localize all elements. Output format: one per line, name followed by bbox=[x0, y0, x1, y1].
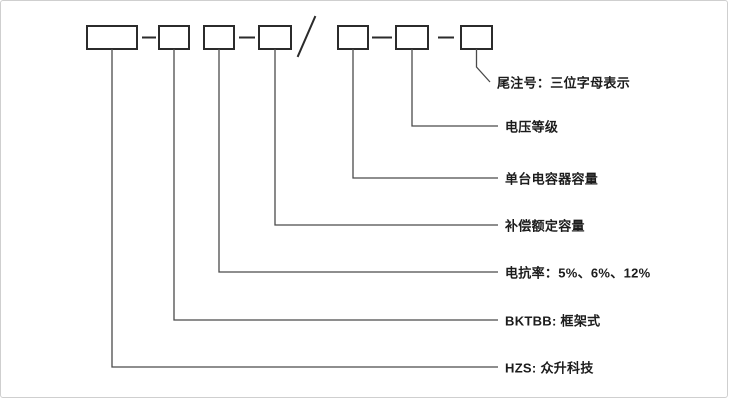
suffix-code-box bbox=[460, 25, 493, 50]
capacitor-capacity-box bbox=[337, 25, 369, 50]
slash-separator bbox=[296, 15, 317, 58]
label-suffix-code: 尾注号：三位字母表示 bbox=[497, 75, 631, 91]
connector-company-code bbox=[111, 49, 498, 368]
connector-suffix-code bbox=[475, 49, 491, 83]
voltage-grade-box bbox=[395, 25, 429, 50]
rated-capacity-box bbox=[258, 25, 292, 50]
reactance-rate-box bbox=[203, 25, 235, 50]
label-product-type: BKTBB: 框架式 bbox=[505, 313, 601, 329]
label-voltage-grade: 电压等级 bbox=[505, 119, 559, 135]
connector-reactance-rate bbox=[218, 49, 498, 273]
connector-rated-capacity bbox=[274, 49, 498, 226]
label-capacitor-capacity: 单台电容器容量 bbox=[505, 171, 599, 187]
label-reactance-rate: 电抗率：5%、6%、12% bbox=[505, 265, 651, 281]
company-code-box bbox=[86, 25, 138, 50]
label-rated-capacity: 补偿额定容量 bbox=[505, 218, 585, 234]
connector-capacitor-capacity bbox=[352, 49, 498, 179]
connector-product-type bbox=[173, 49, 498, 321]
label-company-code: HZS: 众升科技 bbox=[505, 360, 594, 376]
connector-voltage-grade bbox=[411, 49, 498, 127]
product-type-box bbox=[158, 25, 190, 50]
